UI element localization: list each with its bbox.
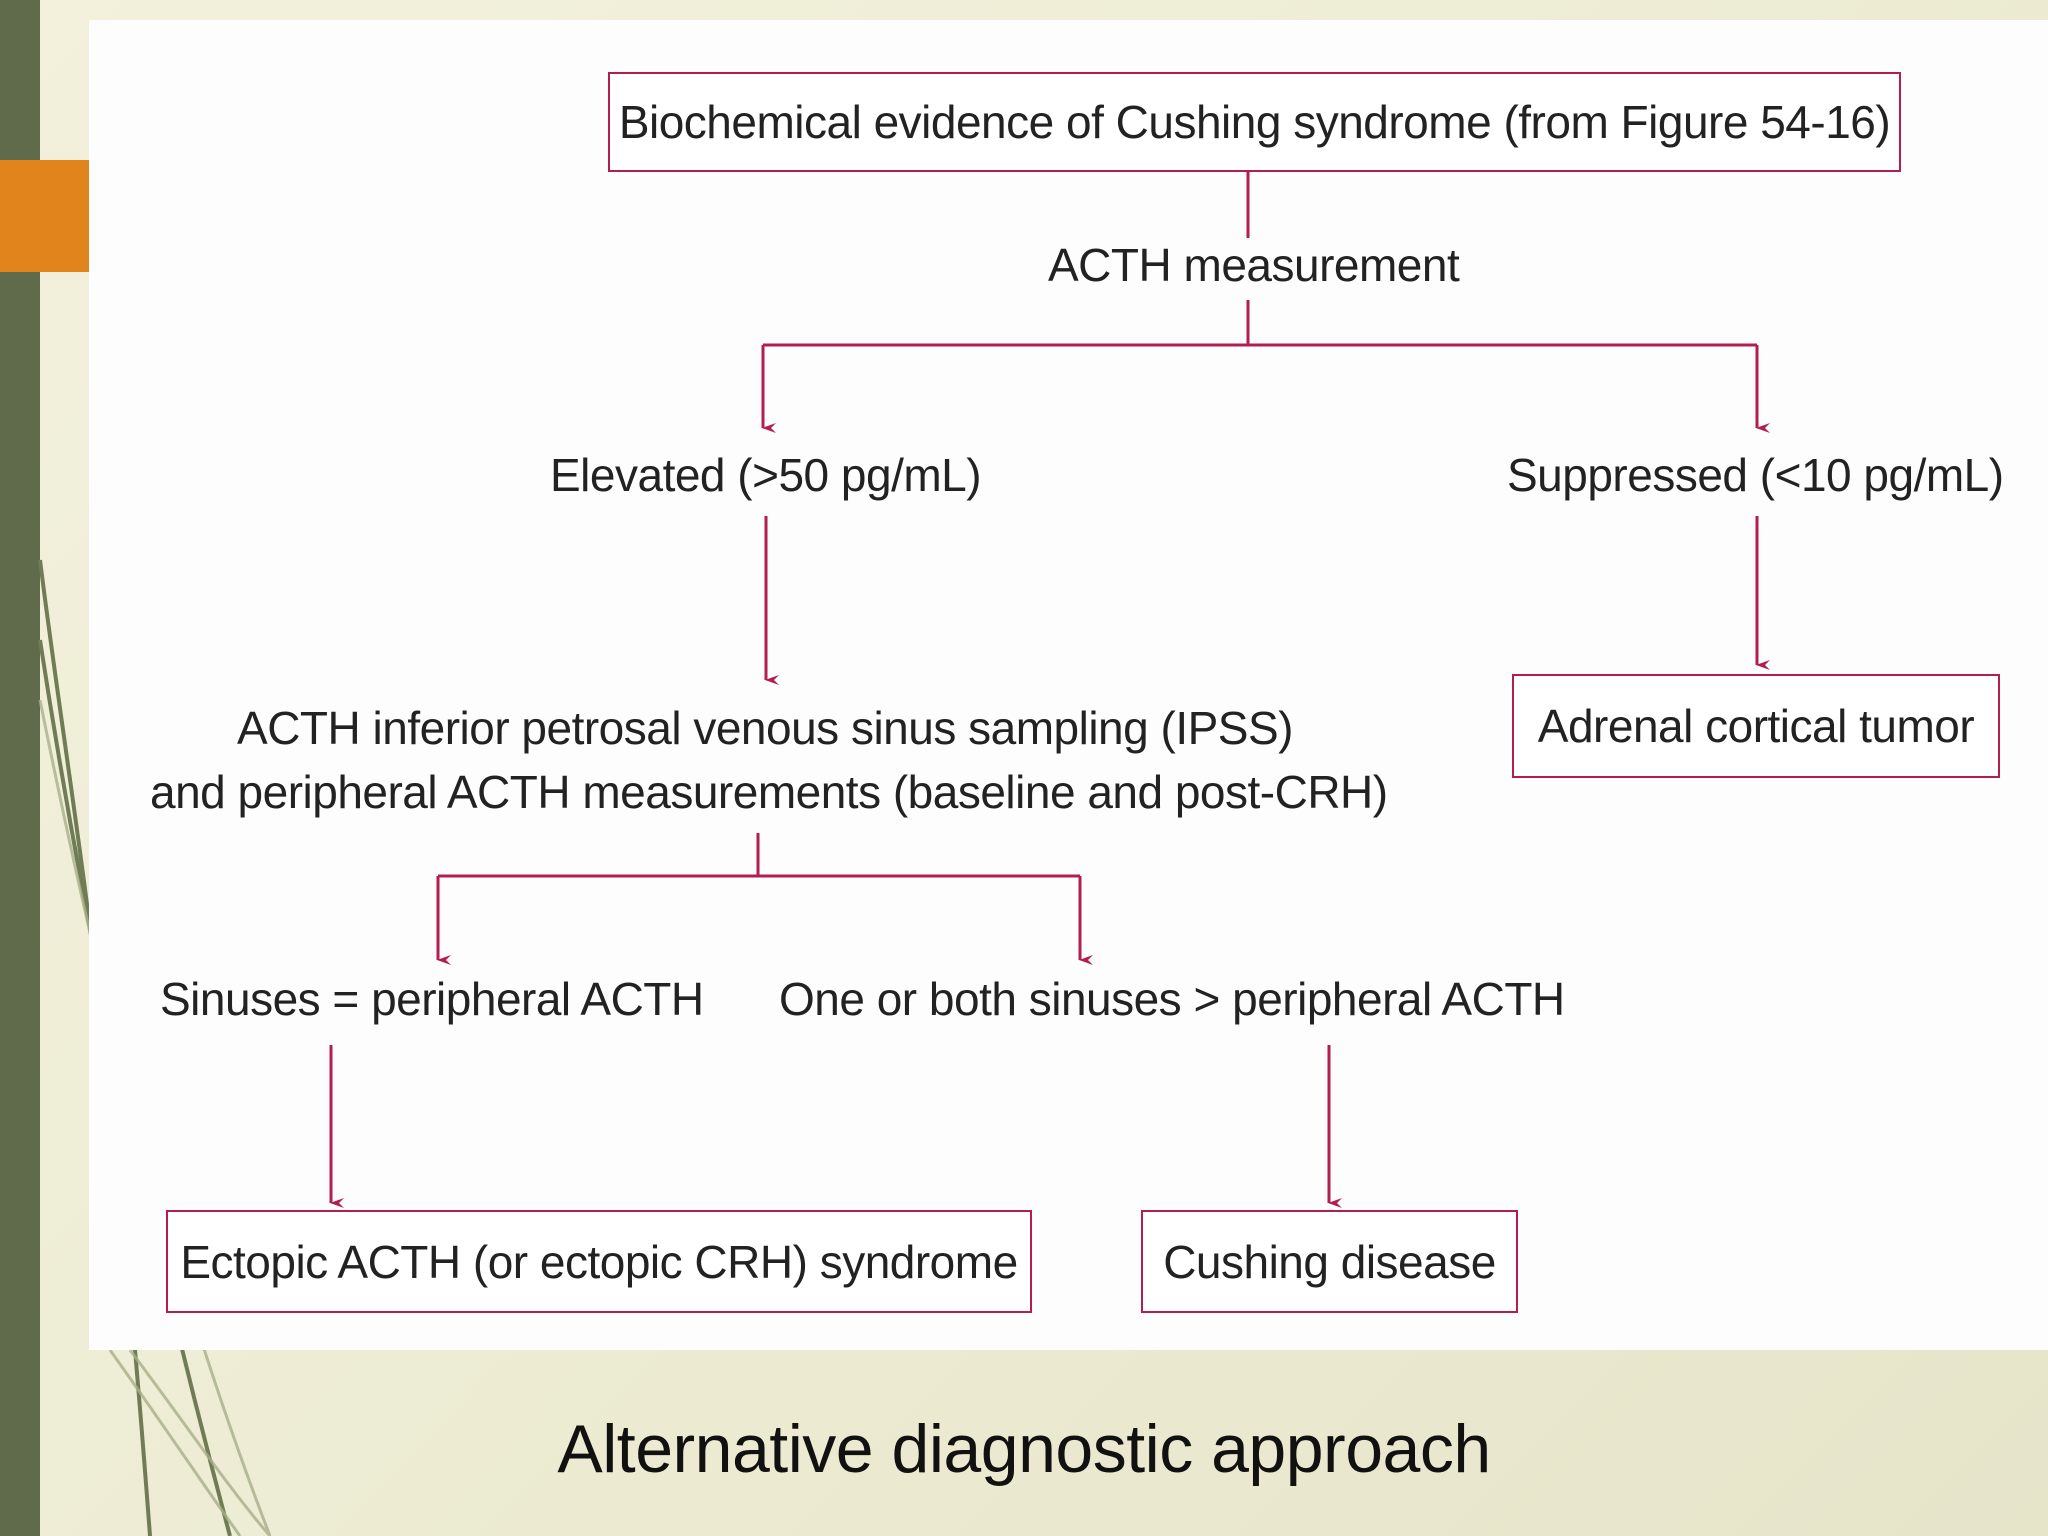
orange-accent-tab bbox=[0, 160, 90, 272]
ectopic-acth-text: Ectopic ACTH (or ectopic CRH) syndrome bbox=[180, 1235, 1018, 1288]
adrenal-tumor-box: Adrenal cortical tumor bbox=[1512, 674, 2000, 778]
cushing-disease-box: Cushing disease bbox=[1141, 1210, 1518, 1313]
sinuses-greater-label: One or both sinuses > peripheral ACTH bbox=[779, 973, 1565, 1025]
ipss-label-line2: and peripheral ACTH measurements (baseli… bbox=[150, 766, 1388, 818]
sinuses-equal-label: Sinuses = peripheral ACTH bbox=[160, 973, 704, 1025]
cushing-disease-text: Cushing disease bbox=[1163, 1235, 1496, 1288]
slide-caption: Alternative diagnostic approach bbox=[557, 1411, 1491, 1487]
adrenal-tumor-text: Adrenal cortical tumor bbox=[1537, 700, 1975, 752]
cushing-evidence-box: Biochemical evidence of Cushing syndrome… bbox=[608, 72, 1901, 172]
ipss-label: ACTH inferior petrosal venous sinus samp… bbox=[150, 696, 1388, 824]
elevated-label: Elevated (>50 pg/mL) bbox=[550, 449, 982, 501]
cushing-evidence-text: Biochemical evidence of Cushing syndrome… bbox=[618, 96, 1891, 148]
suppressed-label: Suppressed (<10 pg/mL) bbox=[1507, 449, 2004, 501]
acth-measurement-label: ACTH measurement bbox=[1048, 239, 1460, 291]
ipss-label-line1: ACTH inferior petrosal venous sinus samp… bbox=[237, 702, 1293, 754]
ectopic-acth-box: Ectopic ACTH (or ectopic CRH) syndrome bbox=[166, 1210, 1032, 1313]
